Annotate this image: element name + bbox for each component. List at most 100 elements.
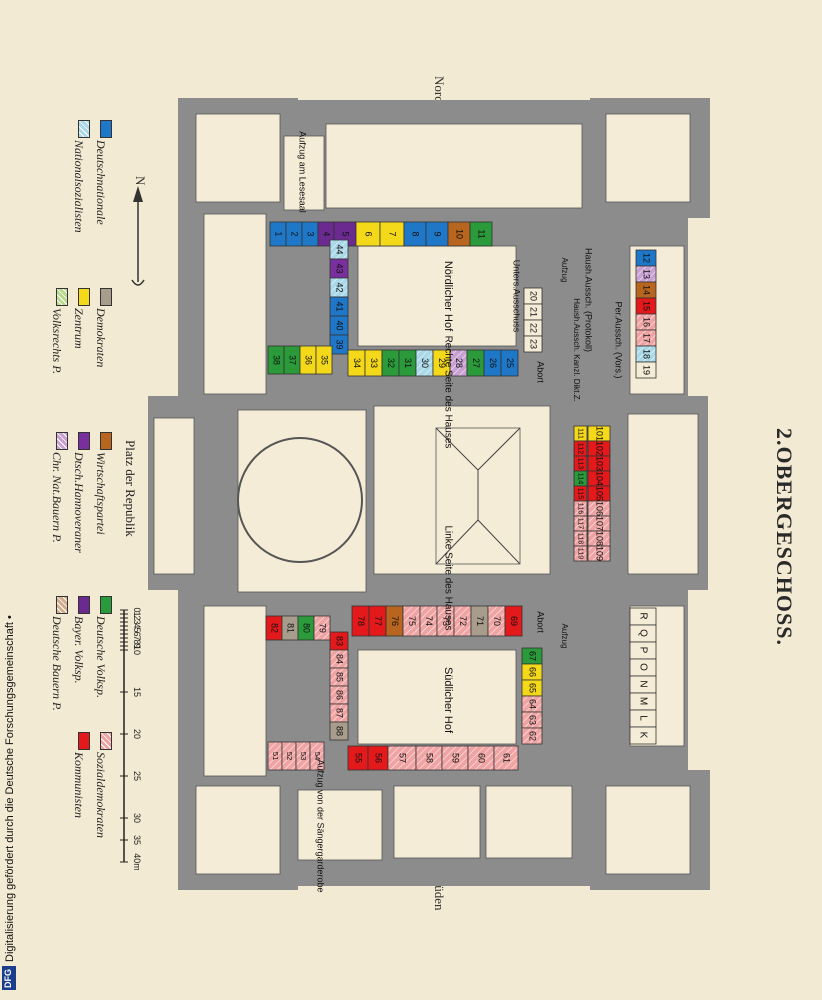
scale-tick-label: 30 — [132, 813, 142, 823]
label-linke-seite: Linke Seite des Hauses — [442, 525, 453, 630]
room-number: 80 — [302, 623, 312, 633]
svg-text:O: O — [637, 663, 648, 671]
room-18: 18 — [635, 345, 657, 363]
room-R: R — [629, 607, 657, 626]
room-number: 2 — [290, 232, 300, 237]
room-70: 70 — [487, 605, 506, 637]
scale-tick-label: 5 — [132, 627, 142, 632]
room-27: 27 — [466, 349, 485, 377]
noerdlicher-hof — [357, 245, 517, 347]
room-78: 78 — [351, 605, 370, 637]
room-118: 118 — [573, 530, 588, 547]
label-per-ausschuss: Per.Aussch. (Vors.) — [614, 301, 624, 378]
scale-tick-label: 35 — [132, 835, 142, 845]
room-51: 51 — [267, 741, 283, 771]
room-81: 81 — [281, 615, 299, 641]
room-76: 76 — [385, 605, 404, 637]
scale-tick-label: 9 — [132, 643, 142, 648]
room-8: 8 — [403, 221, 427, 247]
room-number: 1 — [274, 232, 284, 237]
room-number: 107 — [595, 516, 605, 531]
room-number: 40 — [335, 320, 345, 330]
room-number: 75 — [407, 616, 417, 626]
room-number: 32 — [386, 358, 396, 368]
room-number: 25 — [505, 358, 515, 368]
room-60: 60 — [467, 745, 495, 771]
room-55: 55 — [347, 745, 369, 771]
scale-tick-label: 15 — [132, 687, 142, 697]
room-number: 35 — [320, 355, 330, 365]
room-number: 102 — [595, 441, 605, 456]
room-N: N — [629, 675, 657, 694]
legend-swatch-zentrum — [78, 288, 90, 306]
dfg-logo: DFG — [2, 966, 16, 990]
room-number: 59 — [451, 753, 461, 763]
room-number: 29 — [437, 358, 447, 368]
room-number: 111 — [577, 428, 585, 439]
room-20: 20 — [523, 287, 543, 305]
room-number: 19 — [642, 365, 652, 375]
svg-text:L: L — [637, 715, 648, 721]
label-abort-north: Abort — [536, 361, 546, 383]
legend-swatch-sozialdemokraten — [100, 732, 112, 750]
room-41: 41 — [329, 296, 349, 317]
room-35: 35 — [315, 345, 333, 375]
room-number: 78 — [356, 616, 366, 626]
room-77: 77 — [368, 605, 387, 637]
scale-tick-label: 8 — [132, 639, 142, 644]
room-88: 88 — [329, 721, 349, 741]
scale-tick-label: 0 — [132, 607, 142, 612]
room-72: 72 — [453, 605, 472, 637]
room-number: 44 — [335, 244, 345, 254]
room-number: 9 — [433, 231, 443, 236]
room-109: 109 — [587, 545, 611, 562]
room-number: 51 — [271, 752, 280, 761]
room-108: 108 — [587, 530, 611, 547]
room-11: 11 — [469, 221, 493, 247]
room-number: 117 — [577, 518, 585, 529]
room-K: K — [629, 726, 657, 745]
room-62: 62 — [521, 727, 543, 745]
room-number: 88 — [335, 726, 345, 736]
room-84: 84 — [329, 649, 349, 669]
room-number: 31 — [403, 358, 413, 368]
room-number: 26 — [488, 358, 498, 368]
room-number: 23 — [529, 339, 539, 349]
room-113: 113 — [573, 455, 588, 472]
room-6: 6 — [355, 221, 381, 247]
room-number: 86 — [335, 690, 345, 700]
room-number: 108 — [595, 531, 605, 546]
room-number: 7 — [388, 231, 398, 236]
tower-nw-room — [195, 113, 281, 203]
room-number: 103 — [595, 456, 605, 471]
room-number: 11 — [477, 229, 487, 238]
scale-tick-label: 2 — [132, 615, 142, 620]
room-17: 17 — [635, 329, 657, 347]
room-56: 56 — [367, 745, 389, 771]
room-107: 107 — [587, 515, 611, 532]
room-number: 74 — [424, 616, 434, 626]
room-7: 7 — [379, 221, 405, 247]
room-36: 36 — [299, 345, 317, 375]
tower-se-room — [605, 785, 691, 875]
room-number: 41 — [335, 301, 345, 311]
room-42: 42 — [329, 277, 349, 298]
room-101: 101 — [587, 425, 611, 442]
scale-tick-label: 3 — [132, 619, 142, 624]
legend-swatch-deutschnationale — [100, 120, 112, 138]
room-number: 109 — [595, 546, 605, 561]
suedlicher-hof — [357, 649, 517, 745]
south-strip-room-b — [485, 785, 573, 859]
scale-tick-label: 1 — [132, 611, 142, 616]
room-9: 9 — [425, 221, 449, 247]
west-wing-south-room — [203, 605, 267, 777]
north-strip-room — [325, 123, 583, 209]
room-number: 85 — [335, 672, 345, 682]
room-66: 66 — [521, 663, 543, 681]
room-34: 34 — [347, 349, 366, 377]
room-number: 18 — [642, 349, 652, 359]
label-aufzug-south: Aufzug — [560, 624, 569, 649]
room-number: 54 — [313, 752, 322, 761]
room-116: 116 — [573, 500, 588, 517]
room-number: 6 — [364, 231, 374, 236]
